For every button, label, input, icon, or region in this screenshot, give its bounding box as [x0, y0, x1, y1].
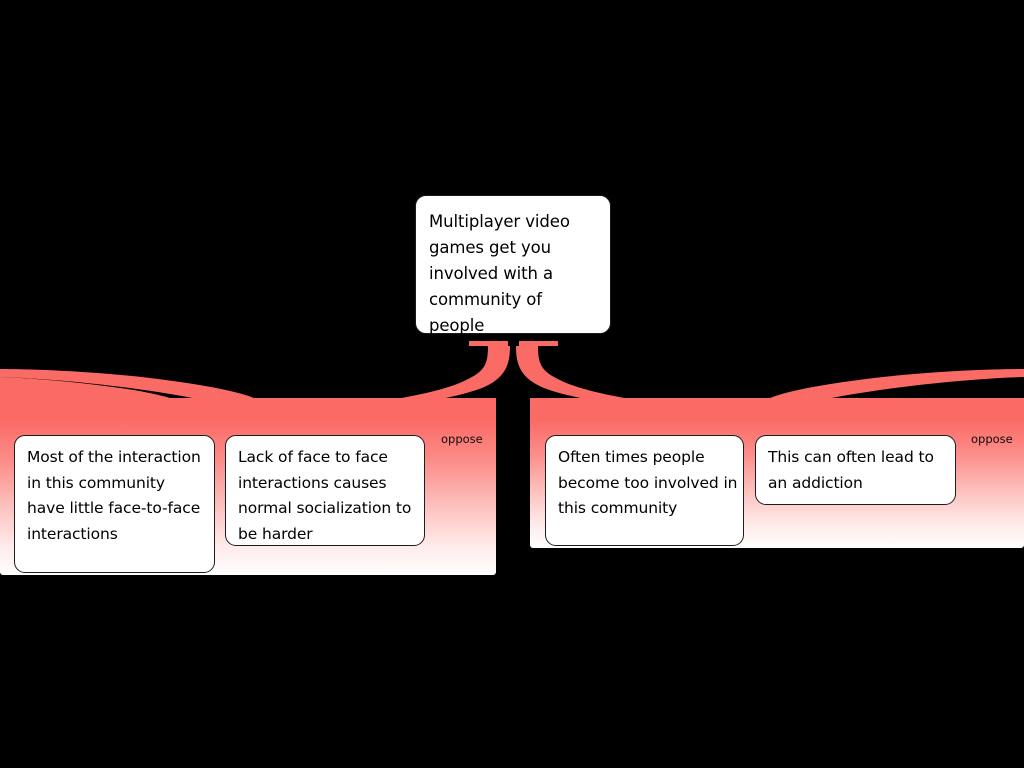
- argument-node-1[interactable]: Most of the interaction in this communit…: [14, 435, 215, 573]
- argument-node-3-text: Often times people become too involved i…: [558, 448, 738, 517]
- relation-label-oppose-left: oppose: [441, 432, 483, 446]
- argument-node-1-text: Most of the interaction in this communit…: [27, 448, 201, 543]
- argument-node-2-text: Lack of face to face interactions causes…: [238, 448, 412, 543]
- argument-node-4-text: This can often lead to an addiction: [768, 448, 934, 492]
- relation-label-oppose-right: oppose: [971, 432, 1013, 446]
- root-node-text: Multiplayer video games get you involved…: [429, 212, 570, 335]
- argument-node-3[interactable]: Often times people become too involved i…: [545, 435, 744, 546]
- argument-node-2[interactable]: Lack of face to face interactions causes…: [225, 435, 425, 546]
- connector-right: [516, 341, 1024, 432]
- argument-node-4[interactable]: This can often lead to an addiction: [755, 435, 956, 505]
- root-node[interactable]: Multiplayer video games get you involved…: [415, 195, 611, 335]
